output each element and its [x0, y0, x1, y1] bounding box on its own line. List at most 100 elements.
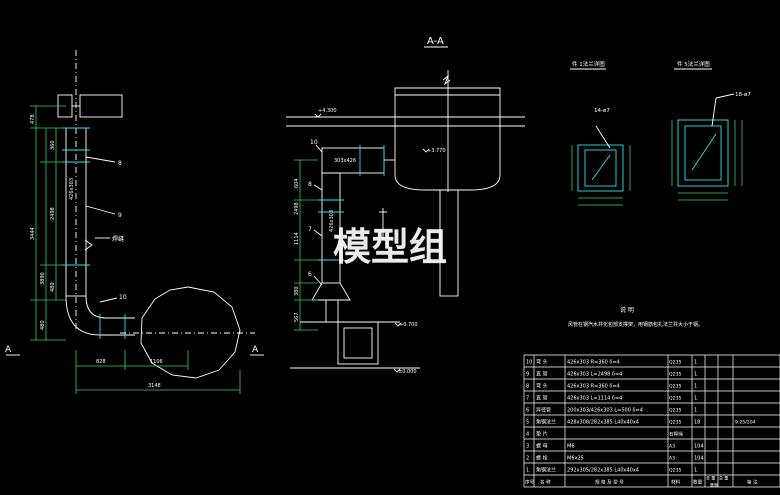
table-cell-no: 1 — [526, 468, 529, 474]
table-cell-qty: 1 — [694, 360, 697, 366]
table-cell-spec: 426x303 L=2498 δ=4 — [567, 372, 622, 378]
table-cell-qty: 104 — [694, 456, 704, 462]
table-cell-spec: 200x303/426x303 L=500 δ=4 — [567, 408, 643, 414]
table-cell-no: 4 — [526, 432, 529, 438]
duct-label: 303x426 — [334, 158, 356, 164]
vessel — [394, 87, 501, 191]
table-cell-qty: 1 — [694, 408, 697, 414]
table-header-qty: 数量 — [693, 479, 703, 486]
elevation-label: +3.770 — [427, 148, 446, 154]
table-cell-name: 垫 片 — [536, 431, 548, 438]
part-ref-7: 7 — [308, 226, 312, 233]
table-cell-spec: 428x308/282x385 L40x40x4 — [567, 420, 639, 426]
notes-text: 风管在钢汽水井化包部支撑架，用钢筋包扎法兰共大小于钢。 — [568, 321, 703, 328]
table-cell-note: 9.25/204 — [735, 420, 756, 426]
section-view: A-A +4.300 +3.770 303x426 426x303 — [286, 36, 525, 375]
table-cell-name: 异径管 — [536, 407, 551, 414]
dim-text: 2498 — [50, 207, 56, 220]
table-cell-no: 9 — [526, 372, 529, 378]
break-mark — [442, 74, 451, 86]
table-cell-qty: 1 — [694, 468, 697, 474]
table-cell-material: A3 — [669, 456, 675, 462]
fan-body — [343, 327, 373, 359]
table-header-material: 材料 — [671, 479, 681, 486]
elevation-label: +4.300 — [318, 108, 337, 114]
table-cell-material: Q235 — [669, 396, 681, 402]
reducer — [311, 282, 351, 301]
elev-mark — [394, 322, 402, 327]
leader — [85, 156, 116, 163]
table-cell-qty: 1 — [694, 372, 697, 378]
part-ref-10: 10 — [310, 139, 318, 146]
dim-text: 480 — [50, 282, 56, 292]
dim-text: 360 — [50, 140, 56, 150]
flange-1-inner — [584, 149, 617, 187]
table-cell-spec: 426x303 R=360 δ=4 — [567, 360, 620, 366]
elev-mark — [422, 148, 430, 153]
table-cell-no: 7 — [526, 396, 529, 402]
dim-text: 380 — [294, 286, 300, 296]
detail-label-1: 14-ø7 — [594, 108, 610, 114]
table-cell-qty: 104 — [694, 444, 704, 450]
table-cell-no: 2 — [526, 456, 529, 462]
table-cell-name: 螺 栓 — [536, 455, 548, 462]
detail-title-5: 件 5法兰详图 — [677, 60, 710, 68]
notes-title: 说 明 — [620, 306, 634, 314]
leader — [313, 275, 323, 286]
flange-detail-5: 件 5法兰详图 18-ø7 — [671, 60, 751, 201]
hatch — [591, 154, 611, 181]
table-cell-spec: 292x305/282x385 L40x40x4 — [567, 468, 639, 474]
dim-text: 604 — [294, 178, 300, 188]
leader — [99, 297, 118, 303]
part-ref-8: 8 — [118, 160, 122, 167]
section-marker-left: A — [5, 345, 12, 355]
leader — [313, 229, 323, 237]
leader — [595, 125, 611, 149]
hatch — [691, 133, 717, 171]
table-cell-spec: 426x303 L=1114 δ=4 — [567, 396, 622, 402]
elevation-label: +0.700 — [399, 322, 418, 328]
section-marker-right: A — [252, 345, 259, 355]
section-title: A-A — [427, 36, 444, 47]
table-cell-spec: M6 — [567, 444, 575, 450]
dim-text: 480 — [40, 320, 46, 330]
table-cell-material: 石棉绳 — [669, 431, 683, 438]
section-pipe — [321, 172, 341, 284]
notes-block: 说 明 风管在钢汽水井化包部支撑架，用钢筋包扎法兰共大小于钢。 — [568, 306, 703, 328]
table-header-spec: 规 格 及 型 号 — [595, 479, 624, 486]
table-cell-material: Q235 — [669, 468, 681, 474]
tank-circle — [140, 286, 241, 379]
flange-detail-1: 件 1法兰详图 14-ø7 — [570, 60, 631, 206]
left-vertical-dims: 478 360 2498 3444 3890 480 480 — [30, 105, 66, 341]
table-cell-name: 弯 头 — [536, 359, 548, 366]
table-cell-spec: 426x303 R=360 δ=4 — [567, 384, 620, 390]
table-cell-material: Q235 — [669, 408, 681, 414]
table-cell-no: 5 — [526, 420, 529, 426]
top-fan-right — [79, 94, 123, 118]
table-header-weight-total: 总 重 — [719, 475, 728, 481]
left-horizontal-dims: 828 1106 3148 — [75, 350, 241, 394]
table-cell-qty: 1 — [694, 384, 697, 390]
table-header-weight-unit: 单 重 — [706, 475, 715, 481]
detail-title-1: 件 1法兰详图 — [572, 60, 605, 68]
table-cell-qty: 18 — [694, 420, 700, 426]
detail-label-5: 18-ø7 — [735, 92, 751, 98]
table-cell-name: 直 管 — [536, 371, 548, 378]
leader — [313, 184, 323, 191]
flange-5-inner — [684, 125, 722, 181]
table-cell-no: 3 — [526, 444, 529, 450]
part-ref-9: 9 — [118, 212, 122, 219]
dim-text: 3444 — [30, 227, 36, 240]
table-cell-spec: M6x25 — [567, 456, 584, 462]
left-elbow-inner — [85, 295, 135, 319]
part-ref-10: 10 — [119, 294, 127, 301]
elev-mark — [314, 113, 322, 118]
table-cell-material: Q235 — [669, 420, 681, 426]
left-elevation-view: 焊缝 8 9 10 426x303 478 360 2498 3444 3890… — [5, 50, 264, 394]
weld-label: 焊缝 — [112, 235, 124, 243]
table-header-no: 序号 — [525, 479, 535, 486]
dim-text: 1114 — [294, 232, 300, 245]
table-cell-material: Q235 — [669, 384, 681, 390]
